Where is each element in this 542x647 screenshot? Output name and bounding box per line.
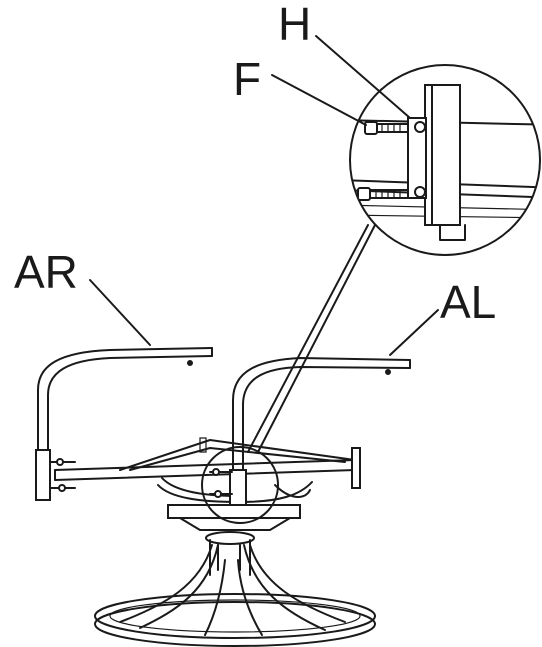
detail-callout-large (349, 64, 541, 256)
bolt-bottom (357, 187, 409, 201)
detail-leader-line (257, 224, 376, 453)
arm-left (209, 357, 411, 506)
leader-h (315, 35, 411, 119)
seat-frame (54, 437, 361, 489)
label-h: H (278, 0, 311, 50)
bolt-top (364, 121, 409, 135)
leader-al (389, 309, 439, 356)
leader-ar (89, 279, 151, 346)
label-al: AL (440, 276, 496, 328)
detail-callout-small (201, 446, 279, 524)
arm-right (35, 347, 213, 501)
leader-f (271, 74, 367, 126)
swivel-base (94, 531, 376, 647)
label-f: F (233, 53, 261, 105)
label-ar: AR (14, 246, 78, 298)
